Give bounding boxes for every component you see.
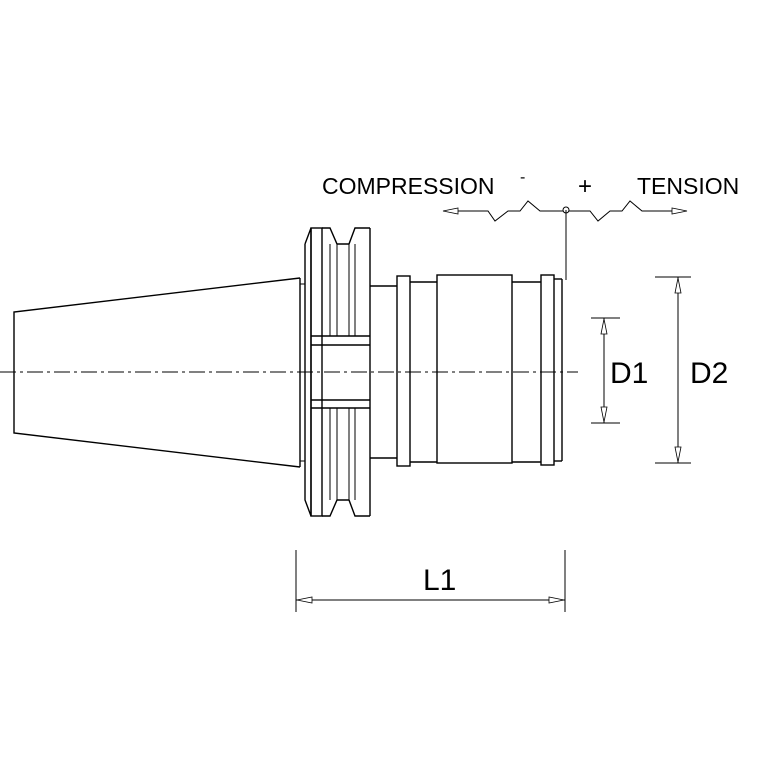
flange xyxy=(304,227,371,517)
plus-sign: + xyxy=(578,173,592,200)
compression-arrow-icon xyxy=(442,207,459,215)
minus-sign: - xyxy=(520,169,525,186)
d2-dimension xyxy=(655,276,691,464)
l1-label: L1 xyxy=(423,564,456,597)
chuck-body xyxy=(396,274,563,467)
d1-dimension xyxy=(591,317,620,424)
d2-label: D2 xyxy=(690,357,728,390)
tension-arrow-icon xyxy=(671,207,688,215)
d1-label: D1 xyxy=(610,357,648,390)
compression-label: COMPRESSION xyxy=(322,173,495,199)
neck xyxy=(370,285,397,459)
taper-shank xyxy=(13,277,305,468)
tension-label: TENSION xyxy=(637,173,739,199)
spring-symbol xyxy=(442,200,688,280)
l1-dimension xyxy=(295,550,566,612)
